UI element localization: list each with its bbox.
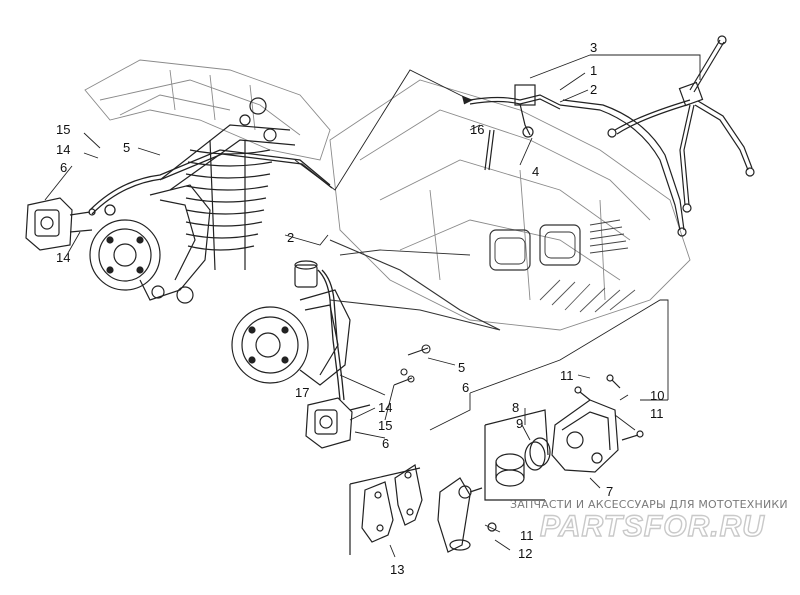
rear-brake-hose bbox=[89, 149, 333, 216]
label-part-2: 2 bbox=[287, 230, 294, 245]
front-bolts bbox=[393, 344, 431, 386]
label-part-1: 1 bbox=[590, 63, 597, 78]
label-part-16: 16 bbox=[470, 122, 484, 137]
label-part-15: 15 bbox=[378, 418, 392, 433]
label-part-10: 10 bbox=[650, 388, 664, 403]
watermark-tagline: ЗАПЧАСТИ И АКСЕССУАРЫ ДЛЯ МОТОТЕХНИКИ bbox=[510, 498, 788, 511]
label-part-15: 15 bbox=[56, 122, 70, 137]
caliper-exploded-parts bbox=[349, 374, 644, 555]
front-brake-line bbox=[317, 269, 345, 401]
label-part-13: 13 bbox=[390, 562, 404, 577]
upper-brake-lines bbox=[469, 35, 755, 237]
label-part-5: 5 bbox=[458, 360, 465, 375]
label-part-14: 14 bbox=[56, 142, 70, 157]
label-part-14: 14 bbox=[378, 400, 392, 415]
label-part-11: 11 bbox=[560, 368, 574, 383]
label-part-5: 5 bbox=[123, 140, 130, 155]
label-part-9: 9 bbox=[516, 416, 523, 431]
watermark-logo: PARTSFOR.RU bbox=[540, 510, 765, 543]
label-part-11: 11 bbox=[650, 406, 664, 421]
label-part-8: 8 bbox=[512, 400, 519, 415]
label-part-7: 7 bbox=[606, 484, 613, 499]
label-part-11: 11 bbox=[520, 528, 534, 543]
label-part-2: 2 bbox=[590, 82, 597, 97]
front-hub-assembly bbox=[231, 260, 351, 386]
label-part-12: 12 bbox=[518, 546, 532, 561]
label-part-3: 3 bbox=[590, 40, 597, 55]
label-part-14: 14 bbox=[56, 250, 70, 265]
rear-brake-caliper bbox=[25, 197, 96, 251]
label-part-4: 4 bbox=[532, 164, 539, 179]
label-part-6: 6 bbox=[60, 160, 67, 175]
vehicle-frame-sketch bbox=[84, 59, 691, 331]
label-part-17: 17 bbox=[295, 385, 309, 400]
front-brake-caliper bbox=[305, 397, 371, 449]
label-part-6: 6 bbox=[382, 436, 389, 451]
rear-suspension-assembly bbox=[89, 97, 296, 304]
watermark: ЗАПЧАСТИ И АКСЕССУАРЫ ДЛЯ МОТОТЕХНИКИ PA… bbox=[510, 498, 788, 544]
part-number-labels: 3 1 2 16 4 15 14 6 5 14 2 5 6 17 14 15 6… bbox=[56, 40, 664, 577]
label-part-6: 6 bbox=[462, 380, 469, 395]
leader-lines bbox=[44, 54, 701, 558]
